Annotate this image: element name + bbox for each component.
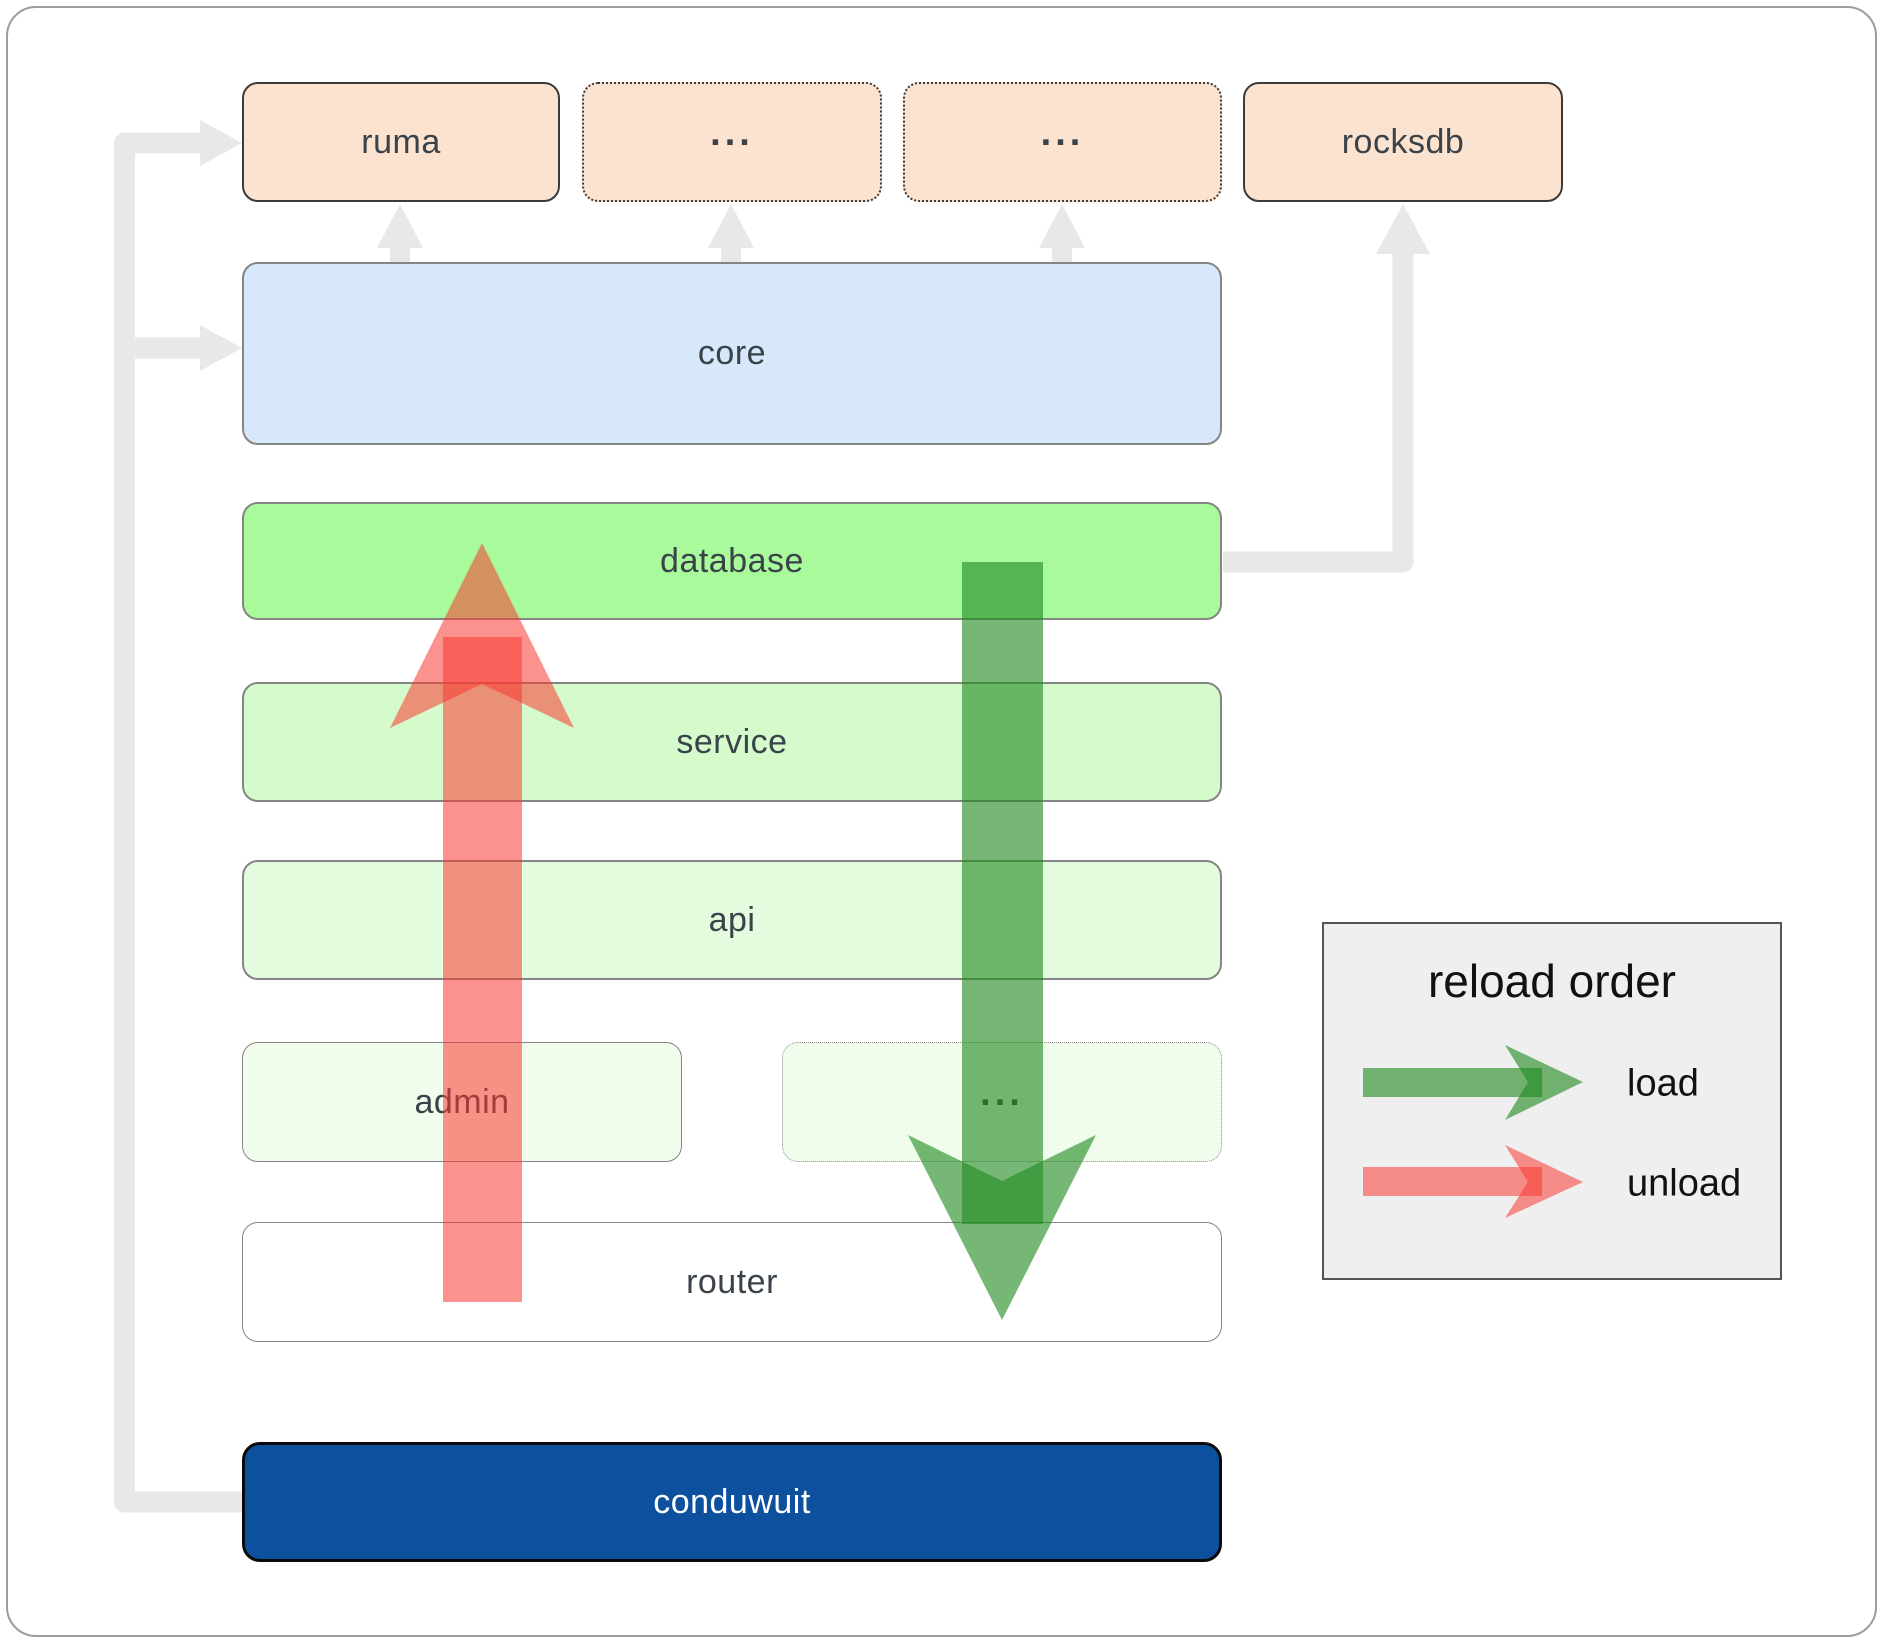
box-conduwuit: conduwuit — [242, 1442, 1222, 1562]
box-service: service — [242, 682, 1222, 802]
box-ruma-label: ruma — [361, 122, 441, 161]
box-api: api — [242, 860, 1222, 980]
box-api-more-label: ... — [980, 1071, 1024, 1114]
box-service-label: service — [676, 722, 788, 761]
box-crate-more-2: ... — [903, 82, 1222, 202]
core-to-crates-arrows — [377, 204, 1085, 263]
arrowhead-into-ruma-icon — [200, 120, 242, 166]
core-to-ruma-arrowhead-icon — [377, 204, 423, 248]
legend-title: reload order — [1427, 955, 1677, 1007]
box-router: router — [242, 1222, 1222, 1342]
box-router-label: router — [686, 1262, 778, 1301]
box-api-more: ... — [782, 1042, 1222, 1162]
conduwuit-to-ruma-core-connector — [114, 120, 243, 1513]
core-to-crate1-arrow-shaft — [721, 244, 741, 263]
core-to-ruma-arrow-shaft — [390, 244, 410, 263]
legend-unload-label: unload — [1627, 1162, 1742, 1205]
box-api-label: api — [708, 900, 756, 939]
box-crate-more-2-label: ... — [1040, 111, 1085, 154]
box-core: core — [242, 262, 1222, 445]
box-admin-label: admin — [414, 1082, 510, 1121]
arrowhead-into-core-icon — [200, 325, 242, 371]
core-to-crate1-arrowhead-icon — [708, 204, 754, 248]
diagram-outer-border — [6, 6, 1877, 1637]
box-rocksdb-label: rocksdb — [1341, 122, 1465, 161]
box-crate-more-1-label: ... — [710, 111, 754, 154]
core-to-crate2-arrow-shaft — [1052, 244, 1072, 263]
database-rocksdb-line — [1223, 252, 1414, 573]
core-to-crate2-arrowhead-icon — [1039, 204, 1085, 248]
box-database: database — [242, 502, 1222, 620]
box-crate-more-1: ... — [582, 82, 882, 202]
box-conduwuit-label: conduwuit — [653, 1482, 811, 1521]
legend-load-label: load — [1627, 1062, 1699, 1105]
legend-reload-order: reload order load unload — [1322, 922, 1782, 1280]
box-ruma: ruma — [242, 82, 560, 202]
box-database-label: database — [660, 541, 804, 580]
conduwuit-connector-line — [114, 132, 243, 1513]
database-to-rocksdb-connector — [1223, 204, 1430, 573]
box-rocksdb: rocksdb — [1243, 82, 1563, 202]
box-core-label: core — [697, 334, 767, 372]
box-admin: admin — [242, 1042, 682, 1162]
arrowhead-into-rocksdb-icon — [1376, 204, 1430, 254]
